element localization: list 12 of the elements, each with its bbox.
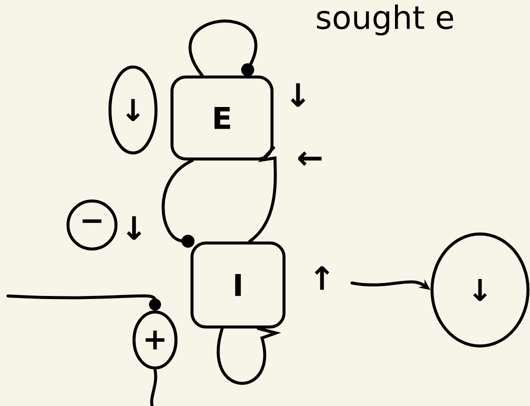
process-box: I xyxy=(190,241,286,328)
direction-arrow: ↓ xyxy=(290,83,306,107)
heading-text: sought e xyxy=(316,4,454,36)
connector-line xyxy=(150,368,158,406)
loop-arrow xyxy=(188,20,257,77)
connector-line xyxy=(162,159,194,248)
process-box: E xyxy=(170,76,274,160)
direction-arrow: ↑ xyxy=(314,266,330,290)
direction-arrow: ← xyxy=(298,151,322,166)
connector-line xyxy=(248,146,277,243)
direction-arrow: ↓ xyxy=(126,216,142,240)
connector-line xyxy=(6,294,161,310)
